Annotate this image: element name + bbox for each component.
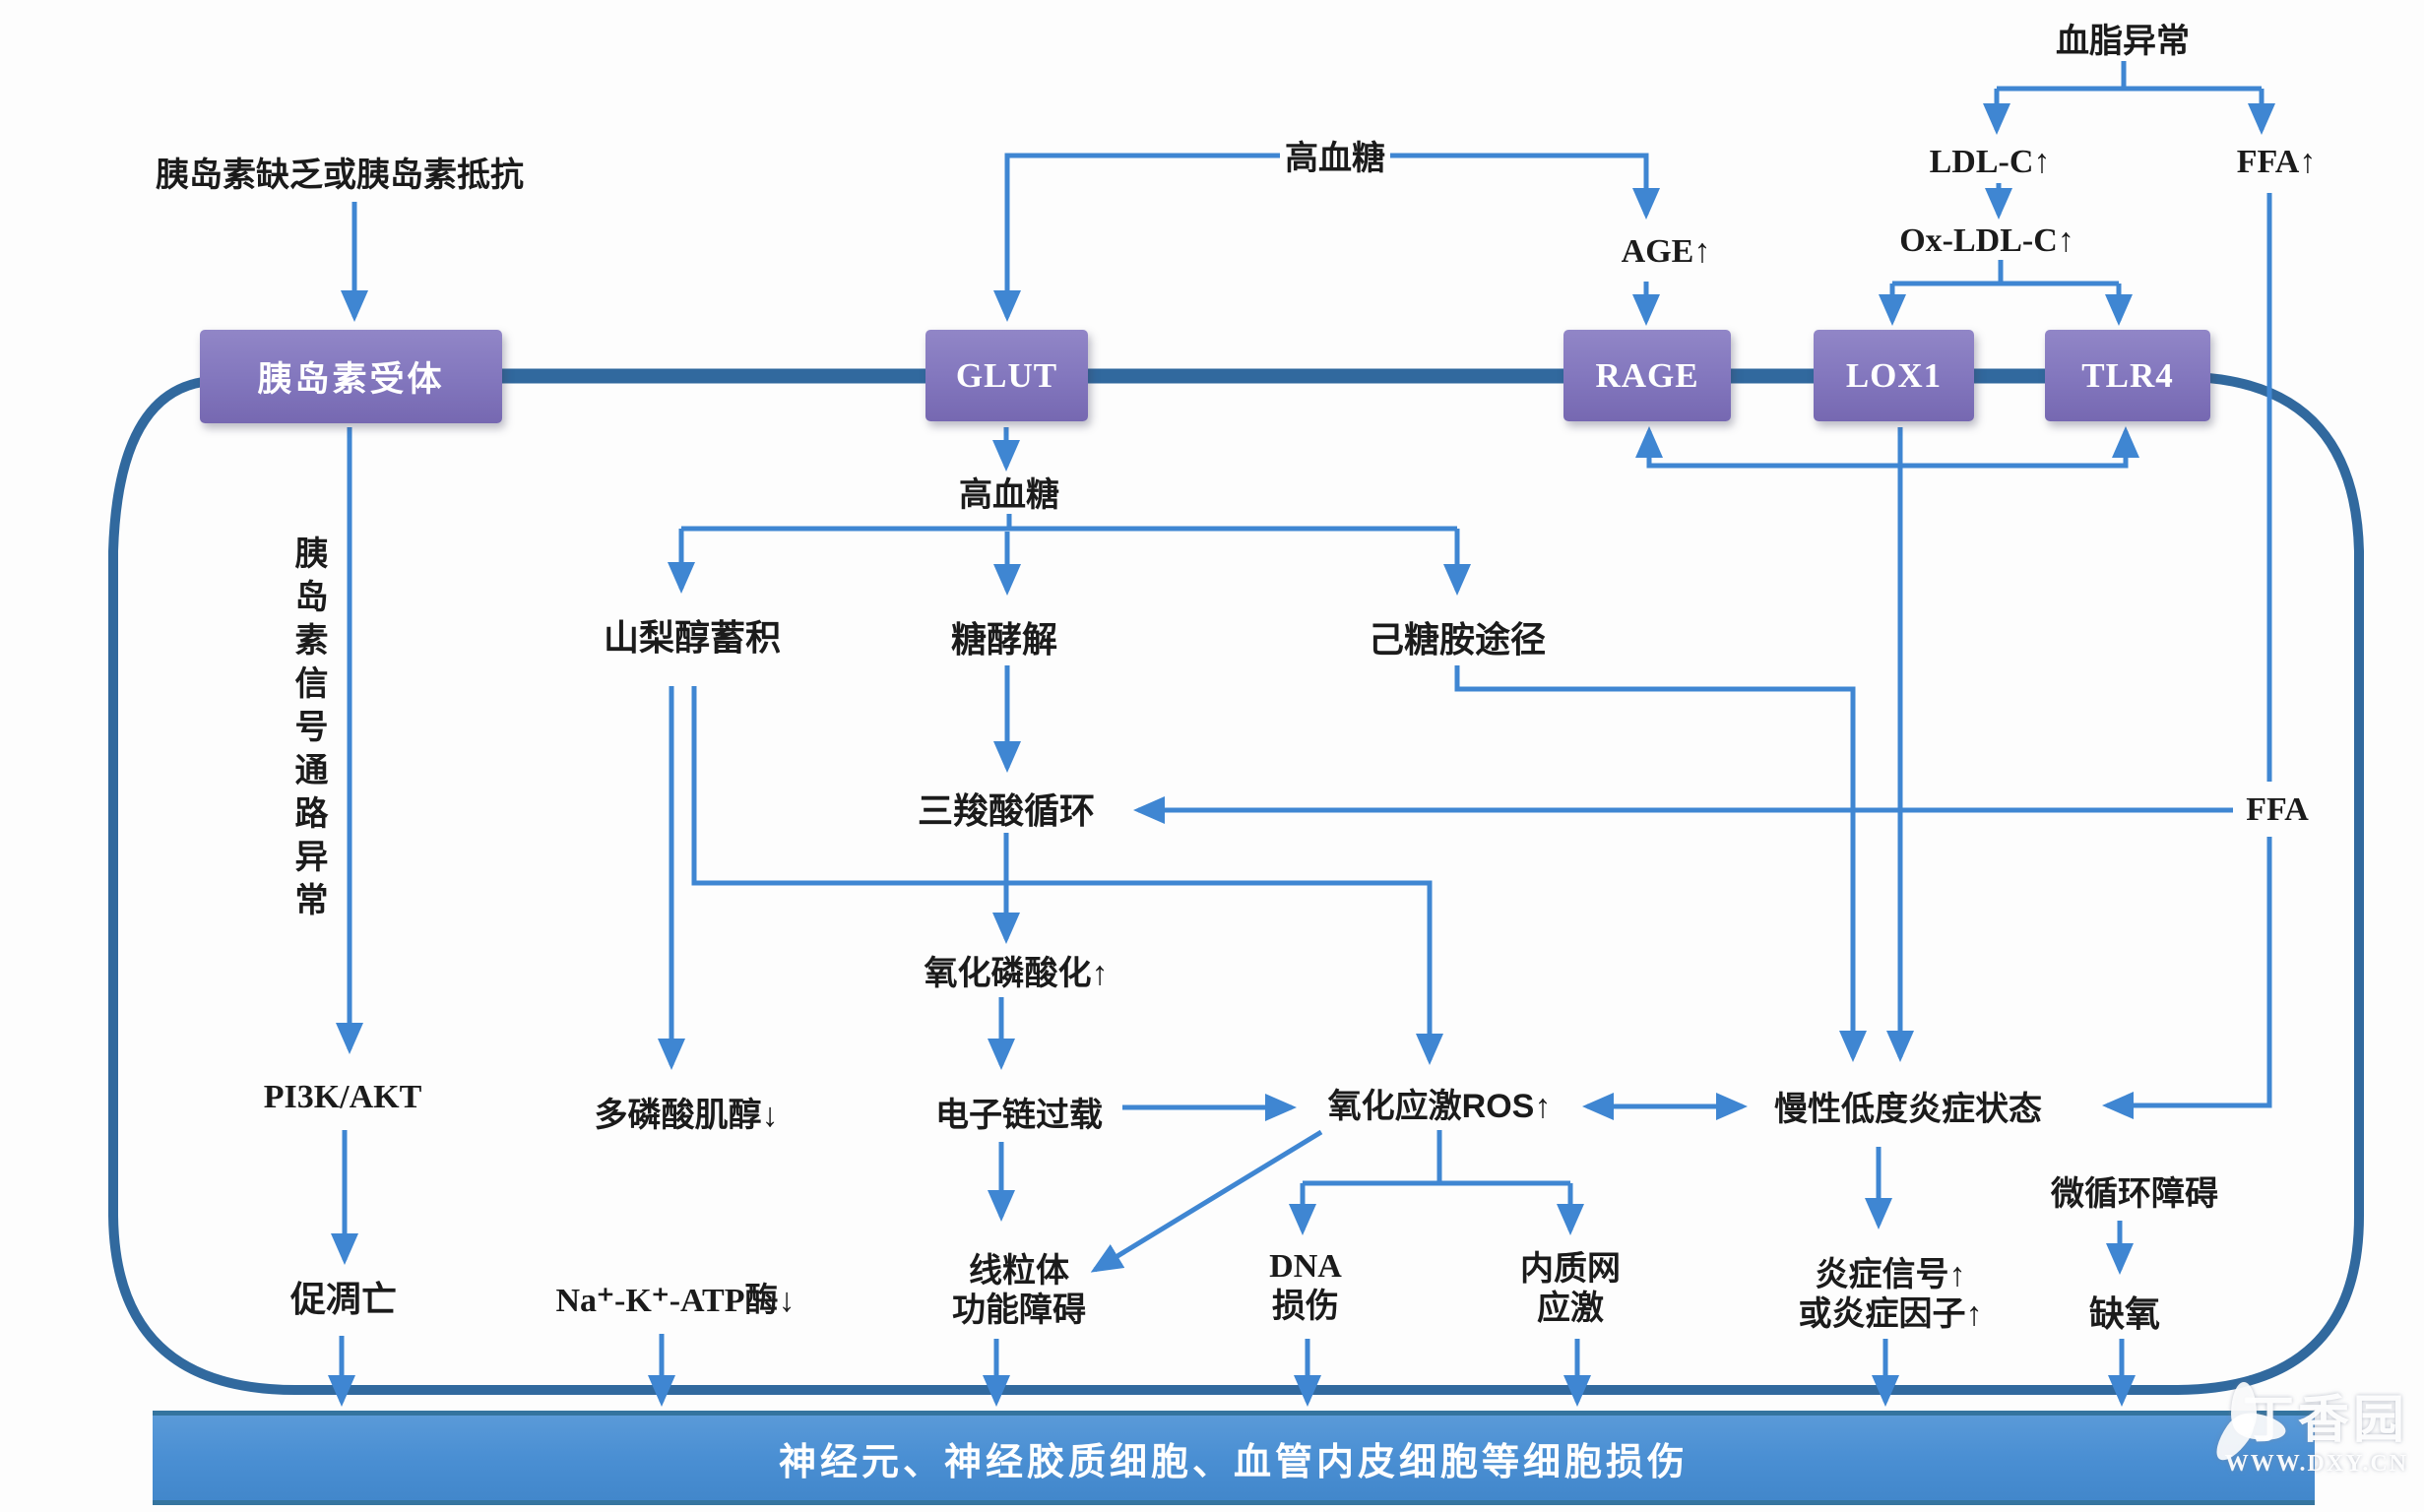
flower-icon bbox=[2194, 1368, 2288, 1467]
pi3k-akt-label: PI3K/AKT bbox=[263, 1078, 422, 1115]
electron-chain-overload-label: 电子链过载 bbox=[935, 1096, 1103, 1134]
watermark-brand: 丁香园 bbox=[2242, 1392, 2408, 1449]
ldl-c-label: LDL-C↑ bbox=[1929, 143, 2051, 180]
chronic-inflammation-label: 慢性低度炎症状态 bbox=[1774, 1090, 2042, 1128]
er-stress-line2: 应激 bbox=[1537, 1290, 1604, 1327]
sorbitol-label: 山梨醇蓄积 bbox=[603, 616, 782, 658]
lox1-box: LOX1 bbox=[1814, 330, 1974, 421]
watermark-url: WWW.DXY.CN bbox=[2224, 1451, 2408, 1477]
glycolysis-label: 糖酵解 bbox=[950, 618, 1058, 660]
mitochondrial-line2: 功能障碍 bbox=[952, 1292, 1086, 1329]
hyperglycemia-inner-label: 高血糖 bbox=[959, 475, 1059, 514]
dna-damage-line1: DNA bbox=[1269, 1247, 1342, 1285]
er-stress-label: 内质网 应激 bbox=[1520, 1249, 1621, 1328]
polyphosphoinositide-label: 多磷酸肌醇↓ bbox=[594, 1096, 779, 1134]
rage-box: RAGE bbox=[1563, 330, 1731, 421]
age-label: AGE↑ bbox=[1621, 232, 1711, 270]
insulin-pathway-vertical-label: 胰岛素信号通路异常 bbox=[289, 536, 328, 925]
inflammatory-signal-line1: 炎症信号↑ bbox=[1815, 1255, 1966, 1293]
glut-box: GLUT bbox=[925, 330, 1088, 421]
insulin-receptor-box: 胰岛素受体 bbox=[200, 330, 502, 423]
microcirculation-disorder-label: 微循环障碍 bbox=[2051, 1174, 2218, 1213]
oxidative-stress-ros-label: 氧化应激ROS↑ bbox=[1327, 1087, 1552, 1125]
dna-damage-label: DNA 损伤 bbox=[1269, 1247, 1342, 1326]
tlr4-box: TLR4 bbox=[2045, 330, 2210, 421]
insulin-receptor-label: 胰岛素受体 bbox=[257, 360, 445, 399]
glut-label: GLUT bbox=[955, 355, 1058, 395]
na-k-atpase-label: Na⁺-K⁺-ATP酶↓ bbox=[555, 1282, 796, 1319]
dxy-watermark: 丁香园 WWW.DXY.CN bbox=[2208, 1351, 2418, 1508]
lox1-label: LOX1 bbox=[1845, 355, 1943, 395]
ffa-mid-label: FFA bbox=[2246, 790, 2309, 828]
inflammatory-signal-label: 炎症信号↑ 或炎症因子↑ bbox=[1799, 1255, 1983, 1334]
ffa-top-label: FFA↑ bbox=[2236, 143, 2317, 180]
inflammatory-signal-line2: 或炎症因子↑ bbox=[1798, 1295, 1983, 1333]
cell-damage-outcome-bar: 神经元、神经胶质细胞、血管内皮细胞等细胞损伤 bbox=[153, 1411, 2315, 1505]
rage-label: RAGE bbox=[1595, 355, 1699, 395]
hexosamine-label: 己糖胺途径 bbox=[1368, 618, 1547, 660]
ox-ldl-c-label: Ox-LDL-C↑ bbox=[1899, 221, 2074, 259]
apoptosis-label: 促凋亡 bbox=[289, 1278, 398, 1319]
outcome-bar-label: 神经元、神经胶质细胞、血管内皮细胞等细胞损伤 bbox=[778, 1441, 1689, 1483]
mitochondrial-dysfunction-label: 线粒体 功能障碍 bbox=[952, 1251, 1086, 1330]
dna-damage-line2: 损伤 bbox=[1271, 1288, 1339, 1325]
er-stress-line1: 内质网 bbox=[1520, 1249, 1621, 1288]
hyperglycemia-top-label: 高血糖 bbox=[1285, 139, 1385, 177]
tlr4-label: TLR4 bbox=[2081, 355, 2174, 395]
mitochondrial-line1: 线粒体 bbox=[969, 1251, 1069, 1290]
tca-cycle-label: 三羧酸循环 bbox=[917, 789, 1096, 831]
dyslipidemia-label: 血脂异常 bbox=[2056, 22, 2190, 60]
insulin-cause-label: 胰岛素缺乏或胰岛素抵抗 bbox=[156, 156, 524, 194]
oxidative-phosphorylation-label: 氧化磷酸化↑ bbox=[924, 954, 1109, 992]
hypoxia-label: 缺氧 bbox=[2088, 1292, 2161, 1334]
